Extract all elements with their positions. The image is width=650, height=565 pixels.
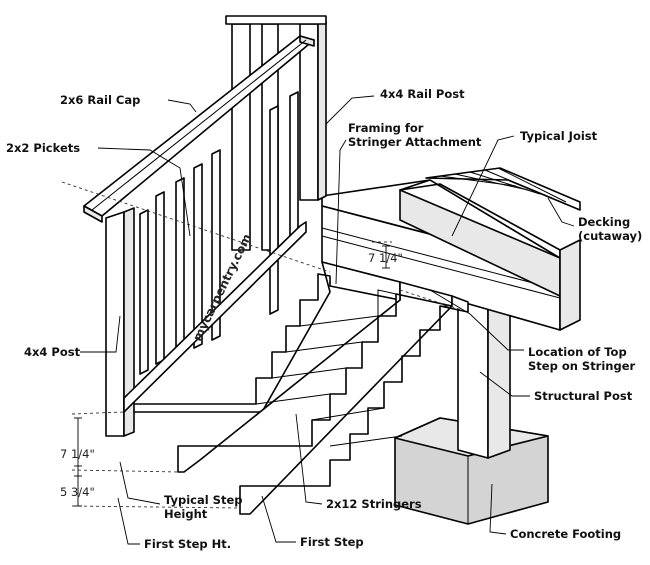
deck-frame bbox=[321, 167, 581, 331]
reference-lines bbox=[61, 181, 469, 509]
label-structural-post: Structural Post bbox=[534, 389, 633, 403]
dimension-marks bbox=[74, 245, 390, 507]
label-typical-step-line1: Typical Step bbox=[164, 493, 242, 507]
label-framing-line1: Framing for bbox=[348, 121, 424, 135]
stair-treads bbox=[255, 315, 403, 447]
label-pickets: 2x2 Pickets bbox=[6, 141, 80, 155]
label-rail-cap: 2x6 Rail Cap bbox=[60, 93, 140, 107]
label-decking-line1: Decking bbox=[578, 215, 630, 229]
leader-lines bbox=[80, 95, 575, 545]
dim-riser-top: 7 1/4" bbox=[368, 251, 403, 265]
label-decking-line2: (cutaway) bbox=[578, 229, 642, 243]
stringer-middle bbox=[177, 281, 453, 473]
label-stringers: 2x12 Stringers bbox=[326, 497, 422, 511]
label-concrete-footing: Concrete Footing bbox=[510, 527, 621, 541]
structural-post bbox=[457, 297, 511, 459]
railing bbox=[83, 15, 327, 437]
dim-riser-typical: 7 1/4" bbox=[60, 447, 95, 461]
label-first-step: First Step bbox=[300, 535, 364, 549]
stringer-front bbox=[239, 295, 469, 515]
label-rail-post: 4x4 Rail Post bbox=[380, 87, 465, 101]
dim-first-step-height: 5 3/4" bbox=[60, 485, 95, 499]
label-typical-step-line2: Height bbox=[164, 507, 208, 521]
label-4x4-post: 4x4 Post bbox=[24, 345, 81, 359]
label-top-step-line1: Location of Top bbox=[528, 345, 627, 359]
label-first-step-ht: First Step Ht. bbox=[144, 537, 231, 551]
label-typical-joist: Typical Joist bbox=[520, 129, 598, 143]
label-framing-line2: Stringer Attachment bbox=[348, 135, 482, 149]
label-top-step-line2: Step on Stringer bbox=[528, 359, 636, 373]
